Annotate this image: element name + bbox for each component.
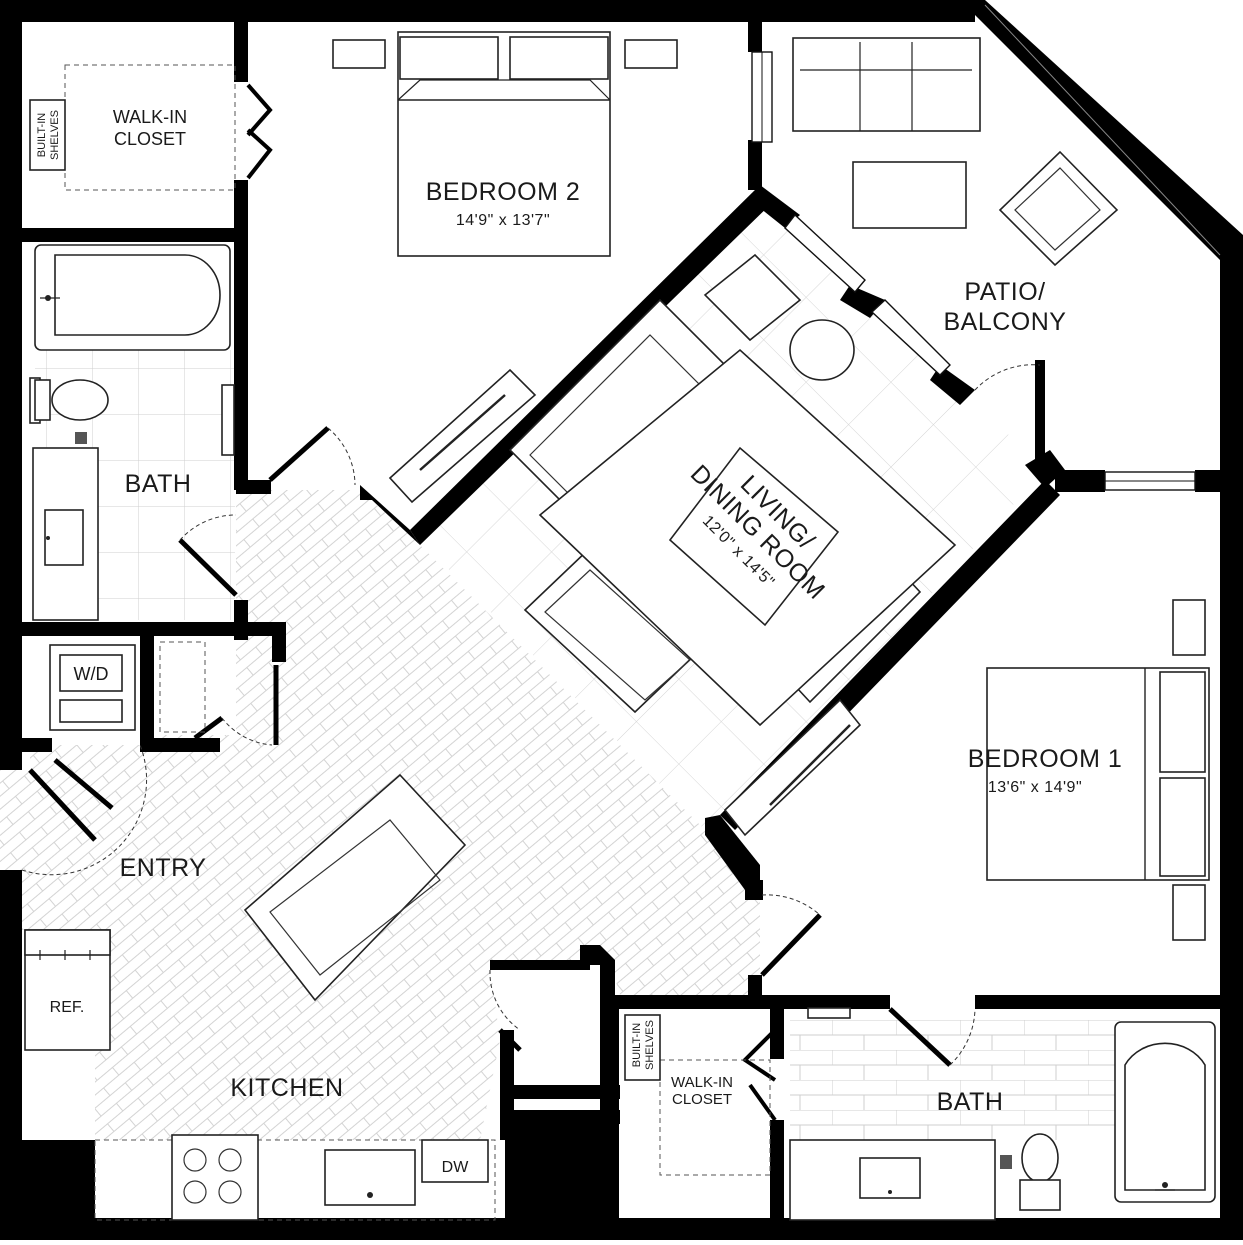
- kitchen-name: KITCHEN: [230, 1074, 343, 1102]
- bath-upper-name: BATH: [125, 470, 192, 498]
- bedroom1-name: BEDROOM 1: [968, 745, 1123, 773]
- built-in-upper-line1: BUILT-IN: [36, 113, 48, 157]
- bedroom1-dims: 13'6" x 14'9": [988, 779, 1082, 796]
- closet-upper: [29, 64, 236, 191]
- built-in-lower-line2: SHELVES: [644, 1020, 656, 1070]
- bedroom2-name: BEDROOM 2: [426, 178, 581, 206]
- wd-closet: [49, 641, 206, 733]
- closet-upper-line2: CLOSET: [114, 129, 186, 149]
- bedroom2-furniture: [332, 31, 678, 257]
- doors: [21, 83, 1041, 1122]
- patio-line2: BALCONY: [944, 308, 1067, 336]
- refrigerator-label: REF.: [50, 999, 85, 1016]
- windows: [751, 4, 1221, 491]
- patio-line1: PATIO/: [964, 278, 1045, 306]
- built-in-upper-line2: SHELVES: [49, 110, 61, 160]
- washer-dryer-label: W/D: [74, 664, 109, 684]
- bath-lower-fixtures: [789, 1007, 1216, 1221]
- bedroom2-dims: 14'9" x 13'7": [456, 212, 550, 229]
- bath-upper-fixtures: [29, 244, 235, 621]
- patio-furniture: [792, 37, 1119, 267]
- kitchen-fixtures: [24, 773, 496, 1221]
- closet-lower-line1: WALK-IN: [671, 1074, 733, 1091]
- built-in-lower-line1: BUILT-IN: [631, 1023, 643, 1067]
- closet-upper-line1: WALK-IN: [113, 107, 187, 127]
- entry-name: ENTRY: [120, 854, 207, 882]
- closet-lower: [624, 1014, 771, 1176]
- dishwasher-label: DW: [442, 1159, 470, 1176]
- bedroom1-furniture: [723, 599, 1210, 941]
- closet-lower-line2: CLOSET: [672, 1091, 732, 1108]
- living-furniture: [388, 253, 957, 727]
- bath-lower-name: BATH: [937, 1088, 1004, 1116]
